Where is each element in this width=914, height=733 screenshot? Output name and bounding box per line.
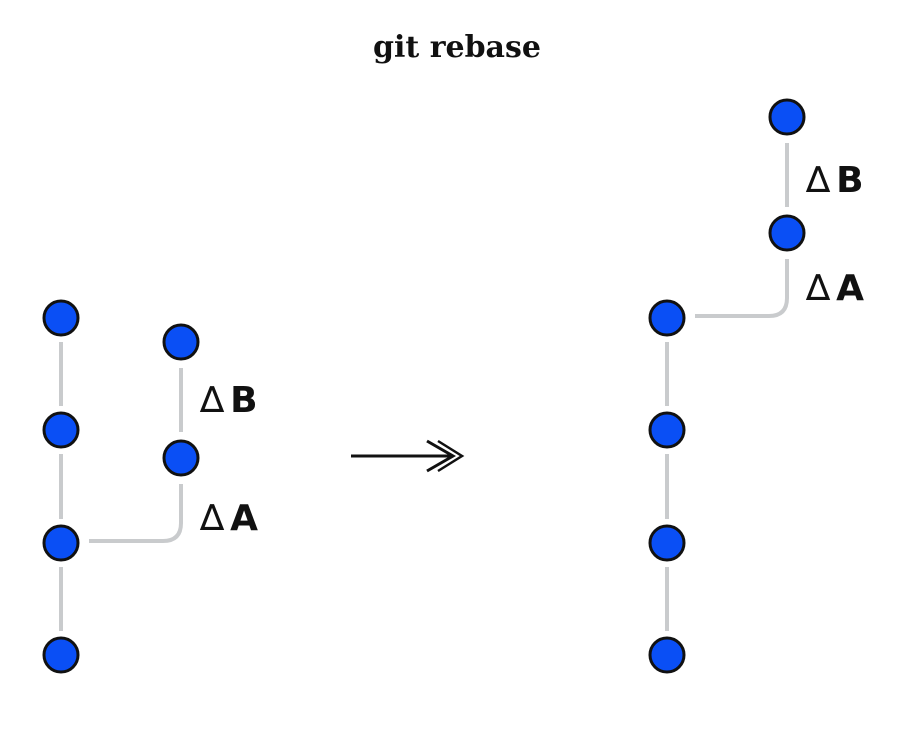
commit-a-before: [162, 439, 200, 477]
edge-branch-base-after: [695, 259, 789, 318]
commit-main-after: [648, 411, 686, 449]
diagram-title: git rebase: [373, 30, 541, 65]
commit-a-after: [768, 214, 806, 252]
commit-b-before: [162, 323, 200, 361]
commit-main-before: [42, 411, 80, 449]
edge-branch-base-before: [89, 484, 183, 543]
label-delta-b-after: ∆B: [805, 160, 864, 201]
transform-arrow-icon: [351, 439, 465, 473]
commit-main-before: [42, 524, 80, 562]
label-delta-a-after: ∆A: [805, 268, 864, 309]
commits: [42, 98, 806, 674]
commit-main-after: [648, 299, 686, 337]
commit-main-after: [648, 524, 686, 562]
label-delta-b-before: ∆B: [199, 380, 258, 421]
label-delta-a-before: ∆A: [199, 498, 258, 539]
commit-main-before: [42, 299, 80, 337]
commit-main-after: [648, 636, 686, 674]
commit-main-before: [42, 636, 80, 674]
edges: [59, 143, 789, 631]
commit-b-after: [768, 98, 806, 136]
